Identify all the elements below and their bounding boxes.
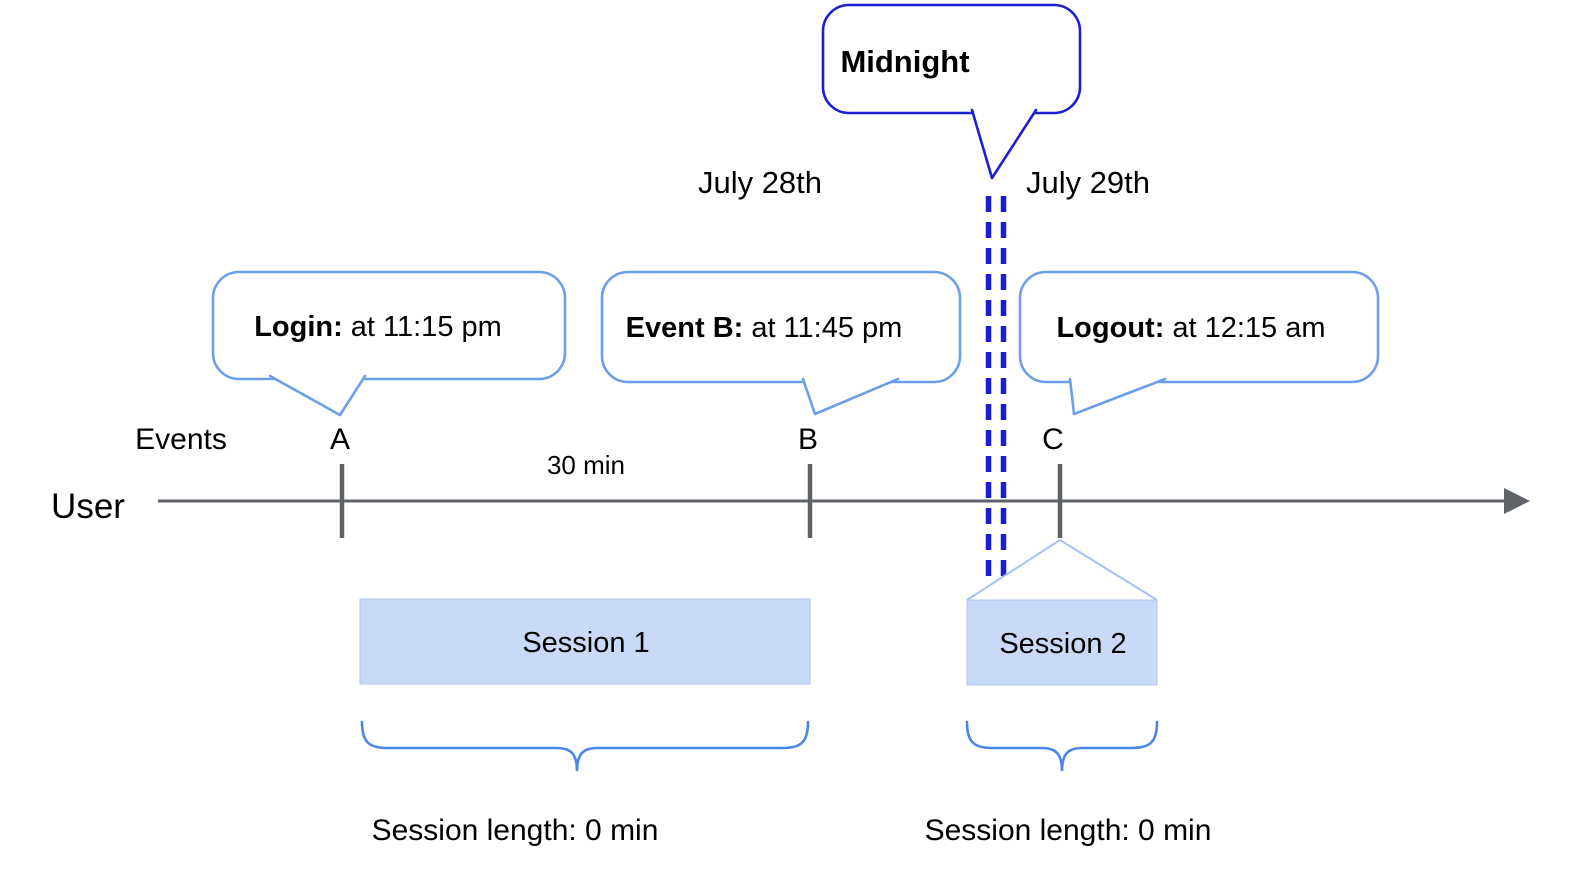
session-2-length-label: Session length: 0 min — [925, 814, 1212, 847]
logout-callout-tail — [1068, 377, 1167, 416]
timeline-arrowhead-icon — [1504, 488, 1530, 514]
event-marker-b: B — [798, 423, 818, 456]
midnight-callout-box — [821, 3, 1082, 115]
session-2-bar: Session 2 — [966, 599, 1158, 686]
session2-funnel-right-edge — [1059, 539, 1158, 601]
event-marker-a: A — [330, 423, 350, 456]
event-b-callout-tail — [801, 377, 900, 416]
session-2-rect — [966, 599, 1158, 686]
timeline-axis — [158, 464, 1530, 538]
midnight-callout-label: Midnight — [840, 44, 969, 79]
interval-label-30min: 30 min — [547, 450, 625, 480]
session-2-brace — [965, 720, 1159, 772]
date-label-july-28: July 28th — [698, 165, 822, 200]
session-2-label: Session 2 — [999, 628, 1126, 660]
event-marker-c: C — [1042, 423, 1064, 456]
session2-funnel — [966, 539, 1158, 601]
session2-funnel-left-edge — [966, 539, 1061, 601]
login-callout-tail — [268, 374, 367, 417]
login-callout: Login:at 11:15 pm — [211, 270, 567, 417]
midnight-callout: Midnight — [821, 3, 1082, 180]
session-1-label: Session 1 — [522, 627, 649, 659]
logout-callout-text: Logout:at 12:15 am — [1056, 312, 1325, 344]
midnight-divider — [985, 196, 1007, 580]
session-1-length-label: Session length: 0 min — [372, 814, 659, 847]
midnight-callout-tail — [970, 108, 1038, 180]
event-b-callout-box — [600, 270, 962, 384]
login-callout-text: Login:at 11:15 pm — [254, 311, 502, 343]
events-axis-label: Events — [135, 423, 227, 456]
event-b-callout: Event B:at 11:45 pm — [600, 270, 962, 416]
session-1-bar: Session 1 — [359, 598, 811, 685]
date-label-july-29: July 29th — [1026, 165, 1150, 200]
event-b-callout-text: Event B:at 11:45 pm — [626, 312, 903, 344]
user-row-label: User — [51, 487, 125, 526]
logout-callout: Logout:at 12:15 am — [1018, 270, 1380, 416]
session-1-rect — [359, 598, 811, 685]
session-1-brace — [360, 720, 810, 772]
login-callout-box — [211, 270, 567, 381]
logout-callout-box — [1018, 270, 1380, 384]
